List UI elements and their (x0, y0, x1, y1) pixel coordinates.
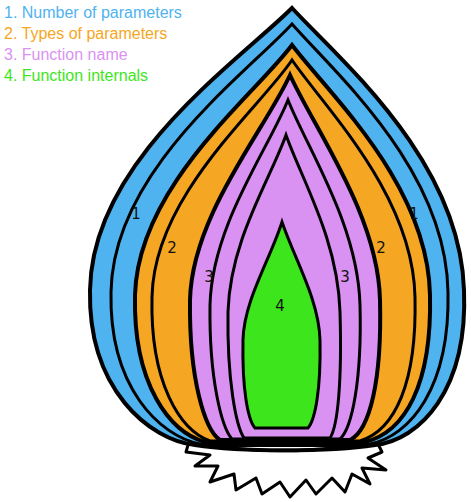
callout-number: 4 (275, 299, 285, 314)
callout-number: 1 (409, 207, 419, 222)
callout-number: 2 (376, 241, 386, 256)
legend-text: 2. Types of parameters (4, 25, 167, 42)
callout-number: 1 (131, 207, 141, 222)
legend-text: 4. Function internals (4, 67, 148, 84)
onion-core (243, 222, 320, 428)
onion-layer (135, 45, 430, 442)
onion-layer (111, 24, 448, 444)
legend-entry: 3. Function name (4, 44, 182, 65)
legend: 1. Number of parameters 2. Types of param… (4, 2, 182, 86)
onion-base-line (195, 445, 375, 450)
onion-layer (210, 100, 360, 439)
legend-text: 3. Function name (4, 46, 128, 63)
callout-number: 3 (340, 270, 350, 285)
legend-entry: 4. Function internals (4, 65, 182, 86)
callout-number: 3 (204, 270, 214, 285)
legend-entry: 2. Types of parameters (4, 23, 182, 44)
onion-layer (190, 75, 380, 440)
callout-number: 2 (167, 241, 177, 256)
onion-layer (228, 135, 341, 438)
onion-layer (152, 60, 415, 441)
legend-entry: 1. Number of parameters (4, 2, 182, 23)
legend-text: 1. Number of parameters (4, 4, 182, 21)
